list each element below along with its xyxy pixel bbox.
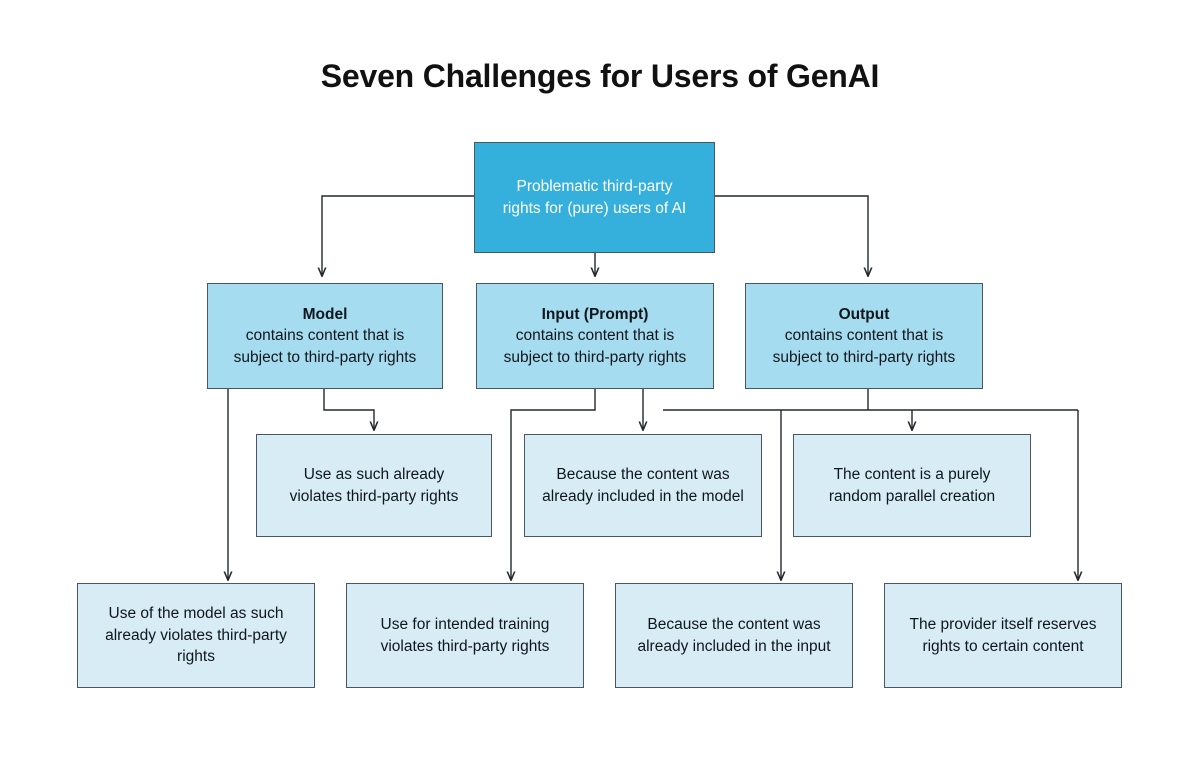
node-mid2-line1: Because the content was — [556, 466, 730, 484]
node-leaf-included-in-input[interactable]: Because the content was already included… — [615, 583, 853, 688]
node-leaf1-line3: rights — [177, 648, 215, 666]
node-mid3-line1: The content is a purely — [833, 466, 991, 484]
node-mid2-line2: already included in the model — [542, 487, 744, 505]
node-model-heading: Model — [302, 305, 348, 323]
node-root-line2: rights for (pure) users of AI — [502, 199, 687, 217]
node-output-line2: subject to third-party rights — [772, 348, 956, 366]
node-leaf-intended-training[interactable]: Use for intended training violates third… — [346, 583, 584, 688]
node-leaf4-line1: The provider itself reserves — [909, 616, 1097, 634]
node-leaf2-line2: violates third-party rights — [380, 637, 550, 655]
edge-root-output — [715, 195, 868, 276]
node-mid3-line2: random parallel creation — [828, 487, 996, 505]
edge-root-model — [322, 195, 474, 276]
node-mid1-line1: Use as such already — [303, 466, 445, 484]
node-root[interactable]: Problematic third-party rights for (pure… — [474, 142, 715, 253]
node-leaf4-line2: rights to certain content — [922, 637, 1084, 655]
page-title: Seven Challenges for Users of GenAI — [320, 58, 880, 94]
node-random-parallel-creation[interactable]: The content is a purely random parallel … — [793, 434, 1031, 537]
node-model-line2: subject to third-party rights — [233, 348, 417, 366]
node-included-in-model[interactable]: Because the content was already included… — [524, 434, 762, 537]
node-input-heading: Input (Prompt) — [541, 305, 649, 323]
node-use-as-such[interactable]: Use as such already violates third-party… — [256, 434, 492, 537]
node-leaf1-line2: already violates third-party — [105, 626, 287, 644]
node-leaf1-line1: Use of the model as such — [108, 605, 284, 623]
node-input-prompt[interactable]: Input (Prompt) contains content that is … — [476, 283, 714, 389]
node-leaf3-line1: Because the content was — [647, 616, 821, 634]
node-output-heading: Output — [838, 305, 890, 323]
node-leaf3-line2: already included in the input — [637, 637, 831, 655]
node-input-line2: subject to third-party rights — [503, 348, 687, 366]
node-model-line1: contains content that is — [245, 327, 405, 345]
node-leaf-model-use[interactable]: Use of the model as such already violate… — [77, 583, 315, 688]
node-output[interactable]: Output contains content that is subject … — [745, 283, 983, 389]
node-mid1-line2: violates third-party rights — [289, 487, 459, 505]
node-model[interactable]: Model contains content that is subject t… — [207, 283, 443, 389]
node-root-line1: Problematic third-party — [516, 178, 673, 196]
node-leaf-provider-reserves-rights[interactable]: The provider itself reserves rights to c… — [884, 583, 1122, 688]
node-leaf2-line1: Use for intended training — [380, 616, 550, 634]
node-output-line1: contains content that is — [784, 327, 944, 345]
node-input-line1: contains content that is — [515, 327, 675, 345]
edge-model-mid1 — [323, 389, 374, 430]
